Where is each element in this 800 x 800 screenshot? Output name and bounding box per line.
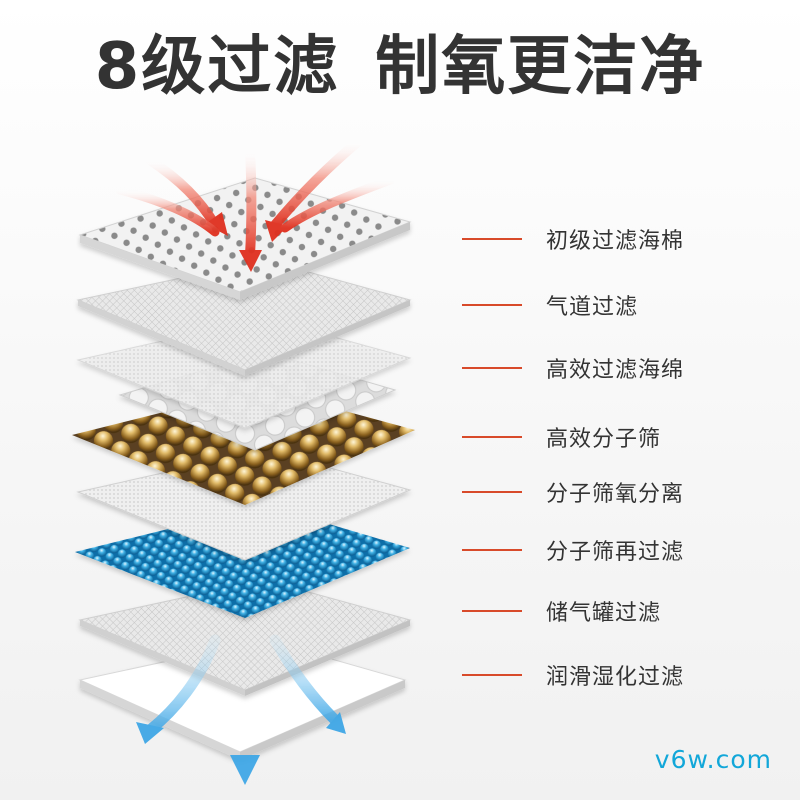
layer-label-text: 高效过滤海绵 <box>546 358 685 383</box>
layer-label-text: 初级过滤海棉 <box>546 229 685 254</box>
layer-label-text: 分子筛再过滤 <box>546 540 685 565</box>
layer-label-3: 高效过滤海绵 <box>462 352 684 384</box>
leader-line <box>462 674 522 676</box>
leader-line <box>462 436 522 438</box>
layer-label-1: 初级过滤海棉 <box>462 223 684 255</box>
outflow-arrows <box>136 633 346 785</box>
layer-label-6: 分子筛再过滤 <box>462 534 684 566</box>
layer-label-text: 气道过滤 <box>546 295 639 320</box>
leader-line <box>462 549 522 551</box>
leader-line <box>462 491 522 493</box>
layer-6-blue-sieve <box>75 505 410 618</box>
layer-label-5: 分子筛氧分离 <box>462 476 684 508</box>
watermark: v6w.com <box>654 745 772 774</box>
leader-line <box>462 304 522 306</box>
title-part2: 制氧更洁净 <box>375 30 706 104</box>
leader-line <box>462 367 522 369</box>
layer-label-text: 高效分子筛 <box>546 427 662 452</box>
layer-label-text: 分子筛氧分离 <box>546 482 685 507</box>
layer-label-4: 高效分子筛 <box>462 421 661 453</box>
inflow-arrows <box>115 135 395 272</box>
page-title: 8级过滤制氧更洁净 <box>0 22 800 112</box>
leader-line <box>462 238 522 240</box>
layer-label-text: 储气罐过滤 <box>546 601 662 626</box>
layer-label-7: 储气罐过滤 <box>462 595 661 627</box>
title-part1: 8级过滤 <box>94 30 340 104</box>
layer-label-2: 气道过滤 <box>462 289 638 321</box>
leader-line <box>462 610 522 612</box>
layer-label-text: 润滑湿化过滤 <box>546 665 685 690</box>
layer-label-8: 润滑湿化过滤 <box>462 659 684 691</box>
layer-labels: 初级过滤海棉 气道过滤 高效过滤海绵 高效分子筛 分子筛氧分离 分子筛再过滤 储… <box>462 0 800 800</box>
layer-2-mesh <box>76 259 412 376</box>
